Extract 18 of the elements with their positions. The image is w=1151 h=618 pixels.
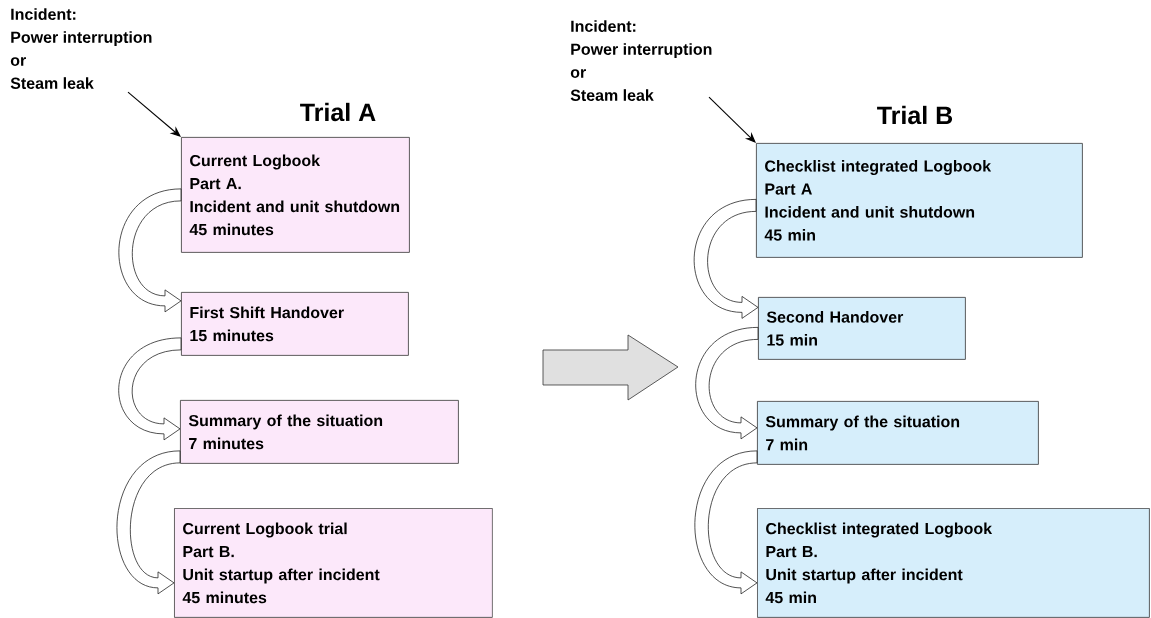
process-box: Checklist integrated Logbook Part B. Unit startup after incident 45 min: [757, 508, 1150, 618]
curved-arrow: [118, 188, 182, 313]
curved-arrow: [695, 327, 759, 440]
process-box: Current Logbook Part A. Incident and unit shutdown 45 minutes: [181, 137, 410, 253]
curved-arrow: [694, 450, 758, 595]
arrow: [127, 91, 181, 137]
incident-text: Incident: Power interruption or Steam leak: [10, 8, 152, 89]
curved-arrow: [116, 450, 181, 595]
process-box: Second Handover 15 min: [758, 297, 966, 360]
arrow: [708, 96, 756, 143]
curved-arrow: [693, 199, 759, 319]
curved-arrow: [118, 337, 182, 441]
process-box: First Shift Handover 15 minutes: [181, 292, 409, 356]
process-box: Summary of the situation 7 min: [757, 401, 1039, 465]
process-box: Checklist integrated Logbook Part A Incident and unit shutdown 45 min: [756, 143, 1083, 258]
process-box: Current Logbook trial Part B. Unit startup after incident 45 minutes: [174, 508, 493, 618]
incident-text: Incident: Power interruption or Steam leak: [570, 20, 712, 101]
process-box: Summary of the situation 7 minutes: [180, 400, 459, 464]
